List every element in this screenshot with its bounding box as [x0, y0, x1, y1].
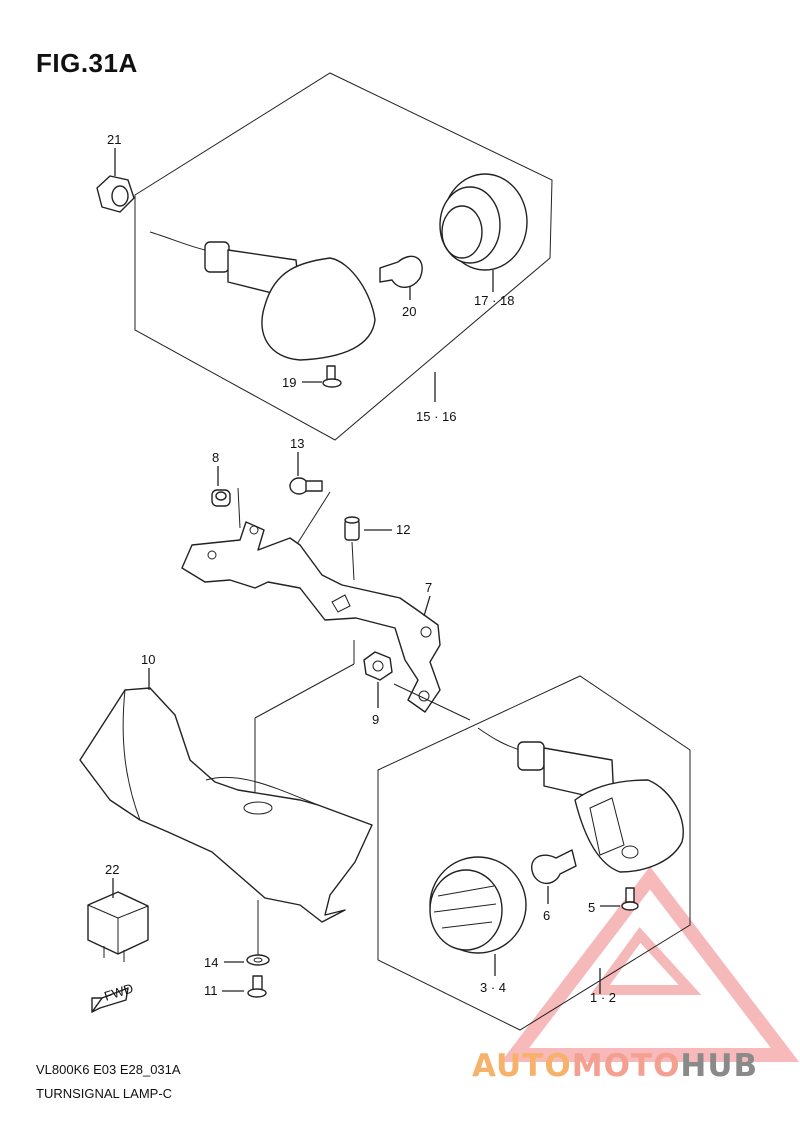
callout-10: 10 — [141, 652, 155, 667]
part-7-bracket — [181, 521, 441, 713]
callout-8: 8 — [212, 450, 219, 465]
part-11-screw — [247, 975, 267, 998]
callout-20: 20 — [402, 304, 416, 319]
part-14-washer — [246, 954, 270, 966]
callout-15-16: 15 · 16 — [416, 409, 456, 424]
callout-21: 21 — [107, 132, 121, 147]
watermark-logo — [500, 866, 800, 1062]
callout-1-2: 1 · 2 — [590, 990, 616, 1005]
part-3-4-lens — [429, 856, 527, 954]
callout-11: 11 — [204, 983, 218, 998]
part-1-2-turnsignal-lamp-lower — [477, 727, 684, 873]
forward-arrow-icon: FWD — [91, 980, 135, 1013]
part-9-nut — [363, 651, 393, 681]
model-reference: VL800K6 E03 E28_031A — [36, 1062, 181, 1077]
part-5-screw — [621, 887, 639, 911]
upper-assembly-box — [134, 72, 553, 441]
callout-6: 6 — [543, 908, 550, 923]
part-12-collar — [344, 516, 360, 541]
part-13-bolt — [289, 477, 323, 495]
callout-19: 19 — [282, 375, 296, 390]
callout-9: 9 — [372, 712, 379, 727]
callout-3-4: 3 · 4 — [480, 980, 506, 995]
callout-13: 13 — [290, 436, 304, 451]
part-20-bulb — [379, 255, 423, 288]
callout-14: 14 — [204, 955, 218, 970]
part-19-screw — [322, 365, 342, 388]
callout-17-18: 17 · 18 — [474, 293, 514, 308]
part-10-cover — [79, 687, 373, 923]
callout-22: 22 — [105, 862, 119, 877]
part-8-collar — [211, 489, 231, 507]
callout-5: 5 — [588, 900, 595, 915]
figure-title: FIG.31A — [36, 48, 138, 78]
lower-assembly-box — [377, 675, 691, 1031]
part-15-16-turnsignal-lamp-upper — [149, 231, 376, 361]
brand-watermark-text: AUTOMOTOHUB — [472, 1048, 759, 1084]
callout-7: 7 — [425, 580, 432, 595]
figure-caption: TURNSIGNAL LAMP-C — [36, 1086, 173, 1101]
callout-12: 12 — [396, 522, 410, 537]
part-6-bulb — [531, 849, 577, 884]
part-17-18-lens — [439, 173, 528, 271]
part-22-relay — [87, 891, 149, 962]
part-21-nut — [96, 175, 135, 213]
